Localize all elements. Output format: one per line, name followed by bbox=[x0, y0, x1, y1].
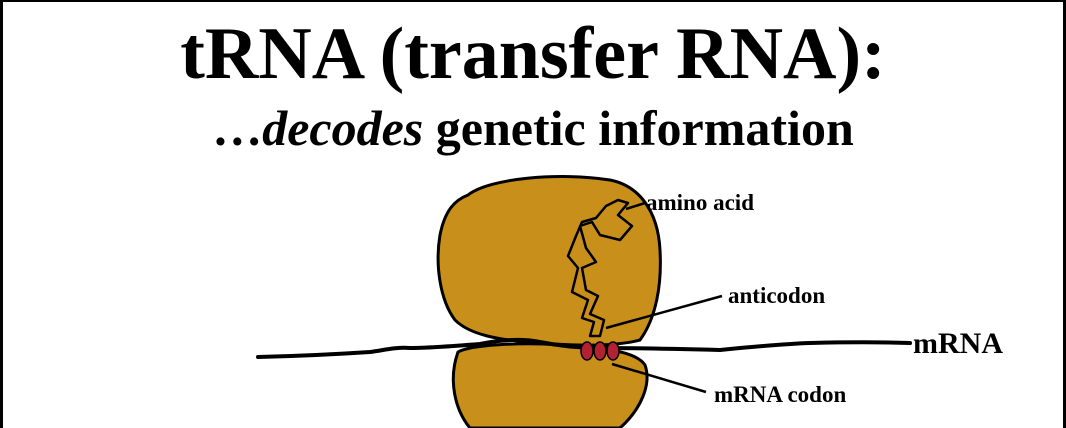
label-mrna: mRNA bbox=[913, 327, 1003, 360]
codon-base-3 bbox=[607, 342, 619, 360]
codon-base-1 bbox=[581, 342, 593, 360]
codon-base-2 bbox=[594, 342, 606, 360]
label-amino-acid: amino acid bbox=[646, 190, 754, 215]
label-mrna-codon: mRNA codon bbox=[714, 382, 846, 407]
label-anticodon: anticodon bbox=[728, 283, 825, 308]
